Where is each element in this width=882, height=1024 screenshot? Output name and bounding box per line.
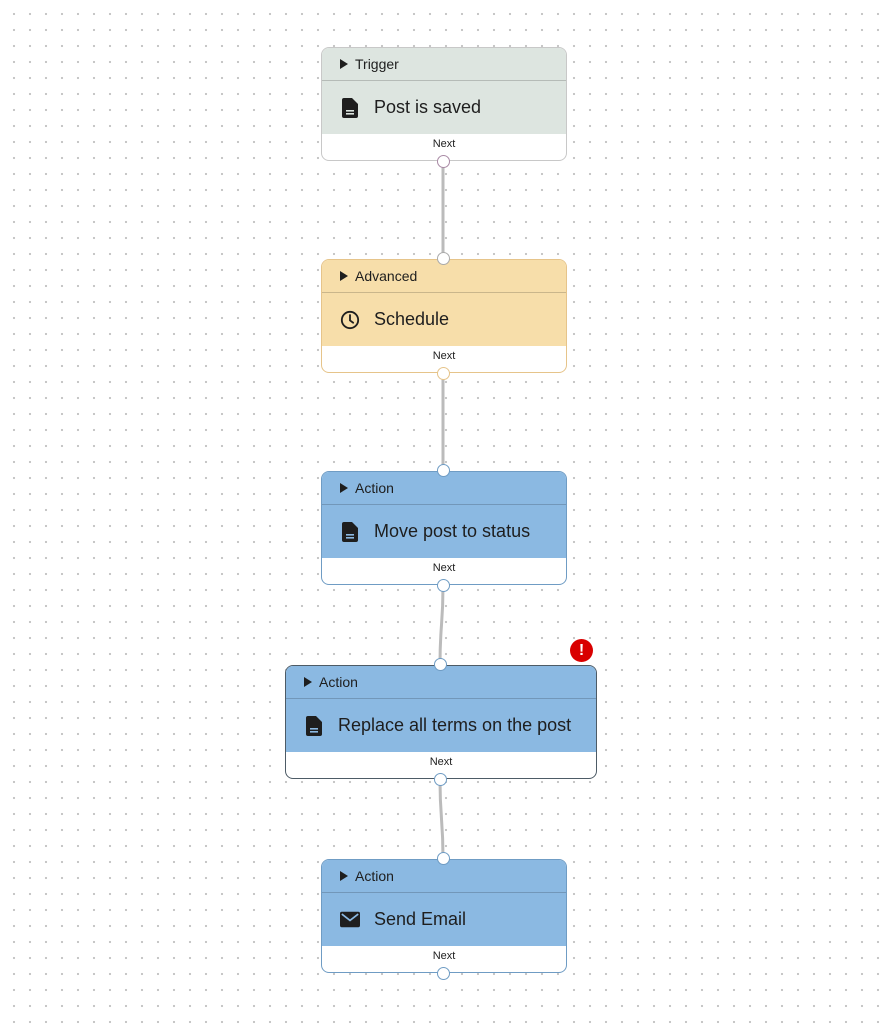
node-body[interactable]: Move post to status [322, 505, 566, 558]
node-action-move-post-status[interactable]: Action Move post to status Next [321, 464, 567, 592]
node-footer: Next [322, 134, 566, 158]
output-handle[interactable] [437, 155, 450, 168]
node-category-label: Advanced [355, 268, 418, 284]
next-label: Next [432, 562, 456, 574]
next-label: Next [432, 950, 456, 962]
node-body[interactable]: Post is saved [322, 81, 566, 134]
edge-replace-terms-to-send-email[interactable] [438, 779, 445, 859]
expand-triangle-icon[interactable] [340, 59, 348, 69]
edge-move-post-to-replace-terms[interactable] [438, 585, 445, 665]
next-label: Next [429, 756, 453, 768]
node-body[interactable]: Replace all terms on the post [286, 699, 596, 752]
node-title: Replace all terms on the post [338, 715, 572, 735]
expand-triangle-icon[interactable] [340, 271, 348, 281]
node-header[interactable]: Action [322, 472, 566, 505]
node-header[interactable]: Trigger [322, 48, 566, 81]
node-trigger-post-saved[interactable]: Trigger Post is saved Next [321, 47, 567, 168]
node-category-label: Action [319, 674, 358, 690]
node-header[interactable]: Action [286, 666, 596, 699]
output-handle[interactable] [437, 579, 450, 592]
node-advanced-schedule[interactable]: Advanced Schedule Next [321, 252, 567, 380]
node-footer: Next [322, 946, 566, 970]
output-handle[interactable] [437, 367, 450, 380]
input-handle[interactable] [437, 852, 450, 865]
error-badge-icon[interactable]: ! [570, 639, 593, 662]
output-handle[interactable] [437, 967, 450, 980]
node-category-label: Trigger [355, 56, 399, 72]
input-handle[interactable] [434, 658, 447, 671]
node-header[interactable]: Advanced [322, 260, 566, 293]
next-label: Next [432, 350, 456, 362]
expand-triangle-icon[interactable] [340, 871, 348, 881]
expand-triangle-icon[interactable] [340, 483, 348, 493]
envelope-icon [340, 910, 360, 930]
node-category-label: Action [355, 480, 394, 496]
node-action-replace-terms[interactable]: Action Replace all terms on the post Nex… [285, 639, 597, 786]
node-body[interactable]: Schedule [322, 293, 566, 346]
node-footer: Next [322, 558, 566, 582]
document-icon [304, 715, 324, 736]
document-icon [340, 97, 360, 118]
next-label: Next [432, 138, 456, 150]
node-title: Schedule [374, 309, 450, 329]
node-category-label: Action [355, 868, 394, 884]
expand-triangle-icon[interactable] [304, 677, 312, 687]
input-handle[interactable] [437, 252, 450, 265]
node-footer: Next [322, 346, 566, 370]
output-handle[interactable] [434, 773, 447, 786]
clock-icon [340, 310, 360, 330]
node-body[interactable]: Send Email [322, 893, 566, 946]
node-title: Send Email [374, 909, 467, 929]
node-title: Post is saved [374, 97, 482, 117]
node-header[interactable]: Action [322, 860, 566, 893]
node-footer: Next [286, 752, 596, 776]
node-action-send-email[interactable]: Action Send Email Next [321, 852, 567, 980]
document-icon [340, 521, 360, 542]
input-handle[interactable] [437, 464, 450, 477]
node-title: Move post to status [374, 521, 531, 541]
